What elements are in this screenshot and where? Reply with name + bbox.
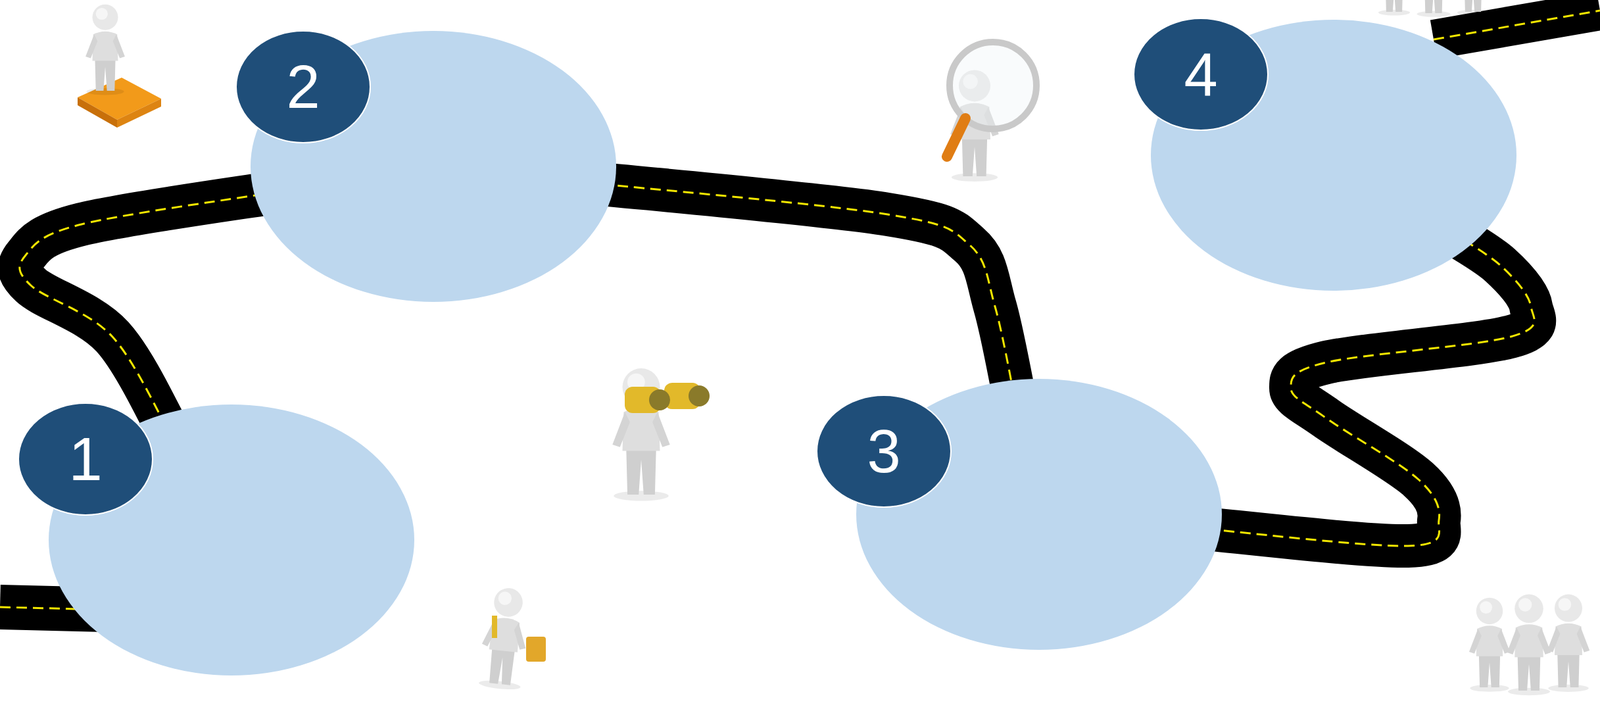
milestone-node: 2 [236,30,617,302]
briefcase [526,636,546,662]
person-figure [1469,597,1510,692]
badge-circle [18,403,153,515]
person-figure [1416,0,1452,18]
node-shape [816,378,1222,650]
road-segment [19,190,285,442]
person-figure [1377,0,1412,16]
milestone-node: 3 [816,378,1222,650]
milestone-node: 4 [1133,18,1517,291]
badge-circle [816,395,951,508]
callout-number: 3 [866,420,901,482]
callout-number: 4 [1183,44,1218,105]
milestone-node: 1 [18,403,415,676]
road-exit [1433,10,1600,40]
person-figure [85,4,125,96]
person-figure [1456,0,1491,16]
milestone-ellipse [250,30,617,302]
badge-circle [1133,18,1268,131]
person-figure [1547,594,1590,692]
number-badge: 1 [18,403,153,515]
callout-number: 2 [286,56,320,118]
number-badge: 3 [816,395,951,508]
road-line [1433,10,1600,40]
milestone-ellipse [1150,19,1517,291]
number-badge: 2 [236,30,371,143]
number-badge: 4 [1133,18,1268,131]
binoculars [624,382,710,413]
person-figure [477,585,532,692]
badge-circle [236,30,371,143]
magnifier-handle [946,118,966,157]
person-figure [1507,594,1552,696]
step-block [77,77,162,120]
person-figure [612,368,670,501]
callout-number: 1 [68,428,102,490]
